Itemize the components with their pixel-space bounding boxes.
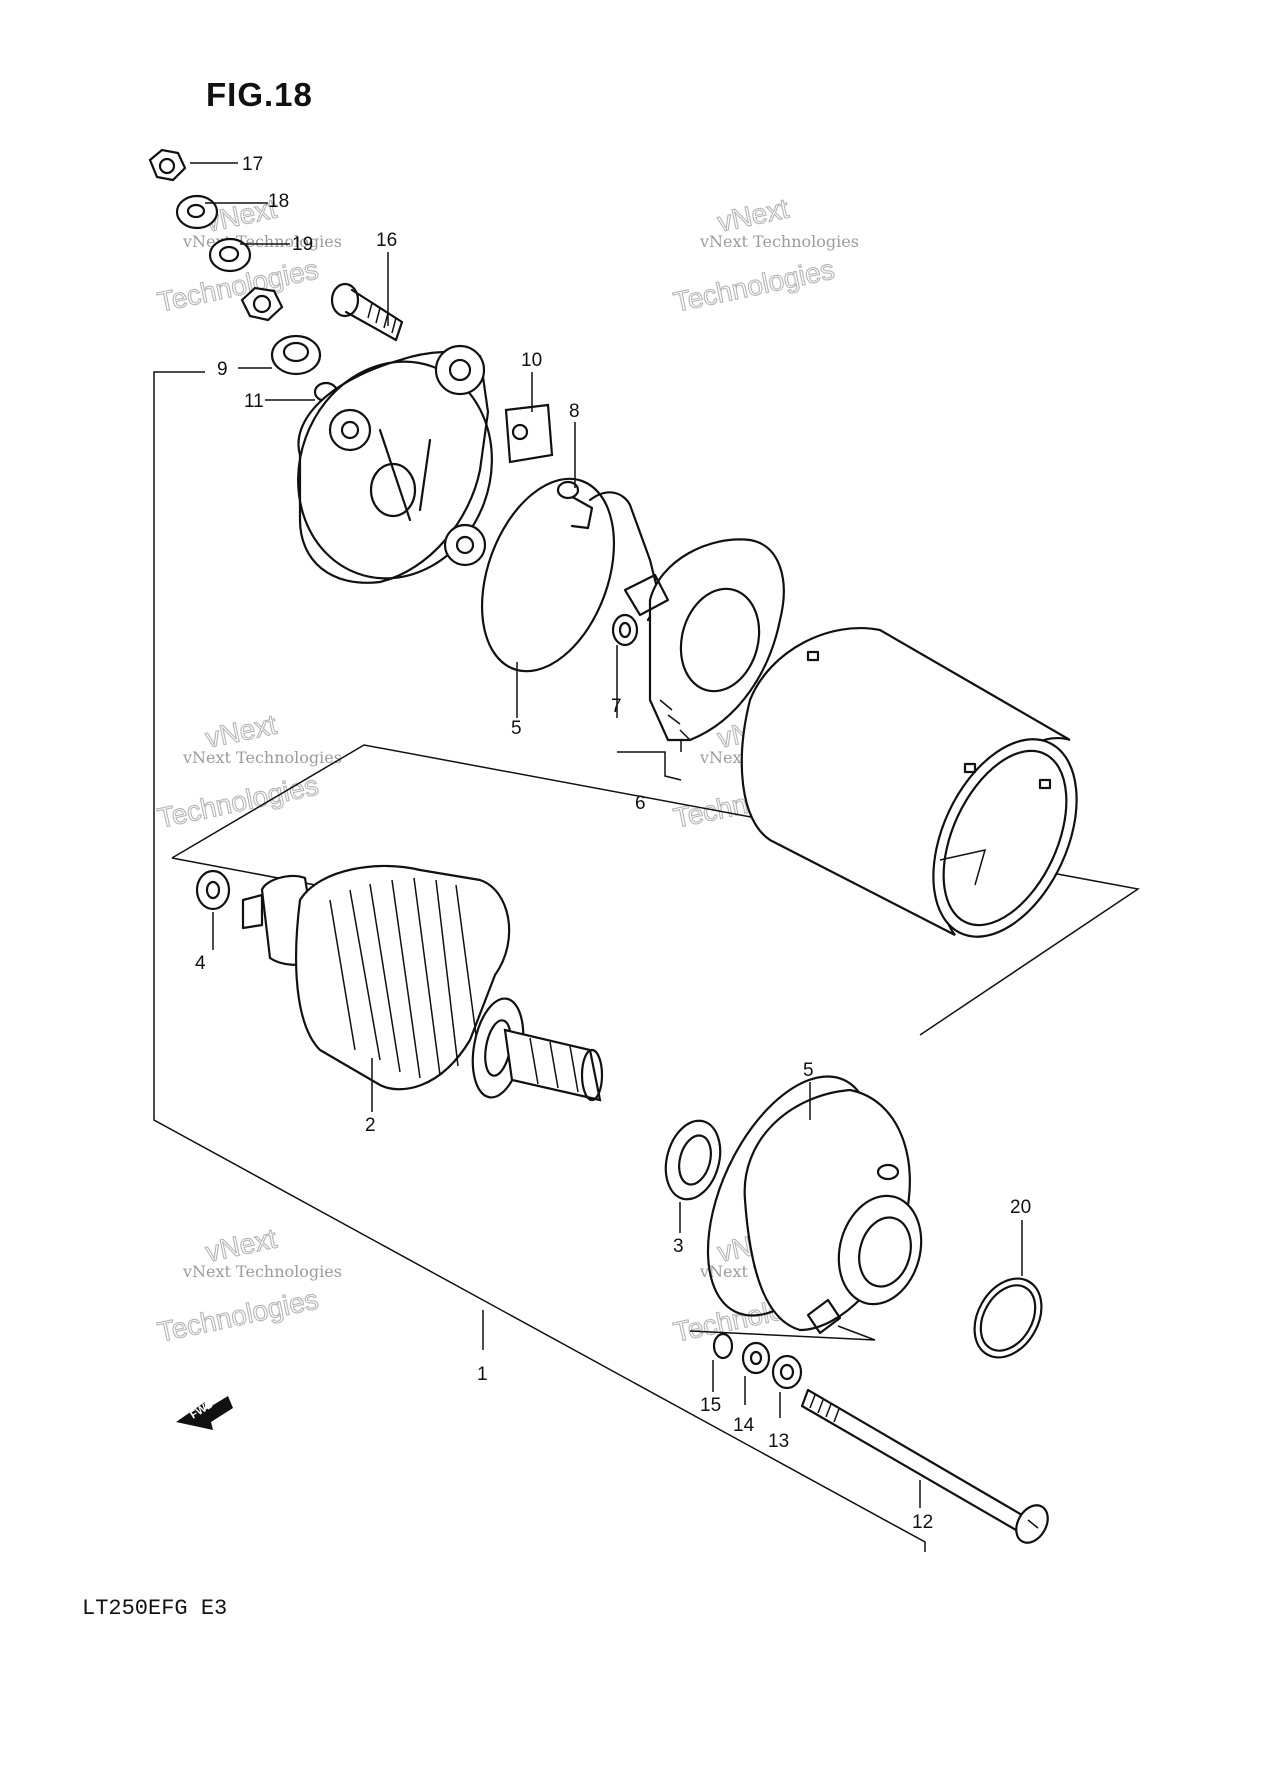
callouts: 17 18 19 16 9 11 10 8 5 7 6 4 2 5 3 20 1… <box>195 154 1031 1533</box>
watermark-text: vNext Technologies <box>182 748 342 767</box>
callout-8: 8 <box>569 401 580 422</box>
fwd-arrow: FWD <box>176 1396 233 1430</box>
callout-5-lower: 5 <box>803 1060 814 1081</box>
part-washer-4 <box>195 869 231 911</box>
callout-5-upper: 5 <box>511 718 522 739</box>
watermark-sub: Technologies <box>155 1284 321 1348</box>
part-washer-18 <box>175 194 219 230</box>
callout-12: 12 <box>912 1512 933 1533</box>
watermark-text: vNext Technologies <box>182 1262 342 1281</box>
callout-2: 2 <box>365 1115 376 1136</box>
callout-1: 1 <box>477 1364 488 1385</box>
callout-6: 6 <box>635 793 646 814</box>
part-oring-5-upper <box>480 477 616 673</box>
watermark-text: vNext Technologies <box>182 232 342 251</box>
part-long-bolt-12 <box>800 1388 1049 1544</box>
model-code: LT250EFG E3 <box>82 1596 227 1621</box>
figure-title: FIG.18 <box>206 76 313 113</box>
part-lockwasher-19 <box>208 237 252 273</box>
leader-lines <box>190 162 1023 1508</box>
guide-line-lower <box>689 1325 876 1341</box>
part-nut-17 <box>148 148 187 182</box>
watermark-5: vNext vNext Technologies Technologies <box>154 1222 342 1348</box>
part-armature-2 <box>241 864 604 1102</box>
callout-19: 19 <box>292 234 313 255</box>
callout-9: 9 <box>217 359 228 380</box>
part-rear-housing <box>297 344 493 584</box>
callout-4: 4 <box>195 953 206 974</box>
part-oring-20 <box>973 1277 1043 1359</box>
part-front-housing <box>743 1088 923 1335</box>
watermark-text: vNext Technologies <box>699 232 859 251</box>
callout-13: 13 <box>768 1431 789 1452</box>
callout-11: 11 <box>244 391 264 412</box>
callout-20: 20 <box>1010 1197 1031 1218</box>
watermark-2: vNext vNext Technologies Technologies <box>670 192 859 318</box>
part-bolt-16 <box>330 282 404 342</box>
part-washer-14 <box>741 1341 771 1375</box>
part-bushing-7 <box>611 613 639 647</box>
callout-3: 3 <box>673 1236 684 1257</box>
callout-17: 17 <box>242 154 263 175</box>
fwd-arrow-icon <box>176 1396 233 1430</box>
part-terminal-10 <box>504 403 554 464</box>
callout-15: 15 <box>700 1395 721 1416</box>
part-washer-15 <box>712 1332 734 1360</box>
callout-10: 10 <box>521 350 542 371</box>
callout-16: 16 <box>376 230 397 251</box>
part-brush-plate-6 <box>623 538 785 742</box>
part-seal-9 <box>270 334 322 376</box>
watermark-3: vNext vNext Technologies Technologies <box>154 708 342 834</box>
part-lockwasher-13 <box>771 1354 803 1390</box>
part-oil-seal-3 <box>664 1119 722 1201</box>
part-yoke <box>740 627 1078 938</box>
watermark-sub: Technologies <box>671 254 837 318</box>
part-terminal-bolt-8 <box>556 480 662 622</box>
callout-18: 18 <box>268 191 289 212</box>
assembly-bracket-line <box>153 371 926 1552</box>
watermark-sub: Technologies <box>155 770 321 834</box>
callout-7: 7 <box>611 696 622 717</box>
callout-14: 14 <box>733 1415 755 1436</box>
part-nut <box>240 286 284 322</box>
